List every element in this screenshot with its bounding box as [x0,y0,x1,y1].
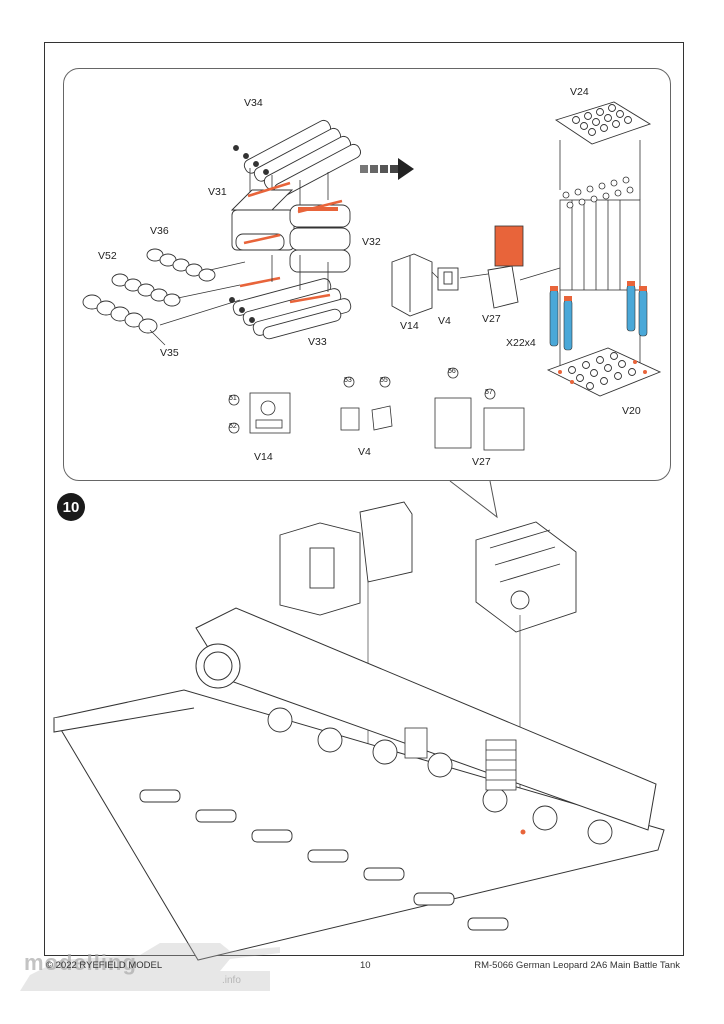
watermark-text: modelling [24,950,137,975]
label-x22x4: X22x4 [506,337,536,349]
road-wheels [267,707,613,845]
label-v24: V24 [570,86,589,98]
label-v33: V33 [308,336,327,348]
v20-plate [546,347,662,397]
page-frame [44,42,684,956]
footer-copyright: © 2022 RYEFIELD MODEL [46,960,163,971]
label-v52: V52 [98,250,117,262]
v31-v32-rack [230,189,351,273]
label-v20: V20 [622,405,641,417]
ammo-bank [559,176,641,291]
label-v36: V36 [150,225,169,237]
subassembly-v14-v4 [279,501,413,616]
watermark-tank-silhouette [20,943,280,991]
v52-row [111,273,181,307]
v35-row [82,294,158,334]
label-v4: V4 [438,315,451,327]
pe-number-57: 57 [485,389,493,396]
v27-part [487,265,519,309]
v34-rounds [233,119,362,198]
v14-part [391,253,433,317]
pe-number-52: 52 [229,423,237,430]
label-v32: V32 [362,236,381,248]
subassembly-ammo [475,521,577,633]
direction-arrow [360,158,414,180]
pe-v27 [434,367,525,451]
pe-number-56: 56 [448,368,456,375]
label-v27: V27 [482,313,501,325]
v36-row [146,248,216,282]
label-v14-pe: V14 [254,451,273,463]
footer-title: RM-5066 German Leopard 2A6 Main Battle T… [474,960,680,971]
label-v31: V31 [208,186,227,198]
pe-v14 [228,392,291,434]
v24-plate [554,101,652,145]
step-number-badge: 10 [57,493,85,521]
v33-rounds [229,278,352,340]
x22-rods [549,281,648,351]
pe-number-51: 51 [229,395,237,402]
label-v27-pe: V27 [472,456,491,468]
pe-number-53: 53 [344,377,352,384]
label-v34: V34 [244,97,263,109]
pe-v4 [340,376,393,431]
detail-callout-box [63,68,671,481]
hull [53,607,665,961]
pe-number-55: 55 [380,377,388,384]
label-v35: V35 [160,347,179,359]
label-v14: V14 [400,320,419,332]
interior-parts [404,727,517,791]
footer-page-number: 10 [360,960,371,971]
label-v4-pe: V4 [358,446,371,458]
torsion-arms [139,789,509,931]
watermark-subtext: .info [222,975,241,986]
